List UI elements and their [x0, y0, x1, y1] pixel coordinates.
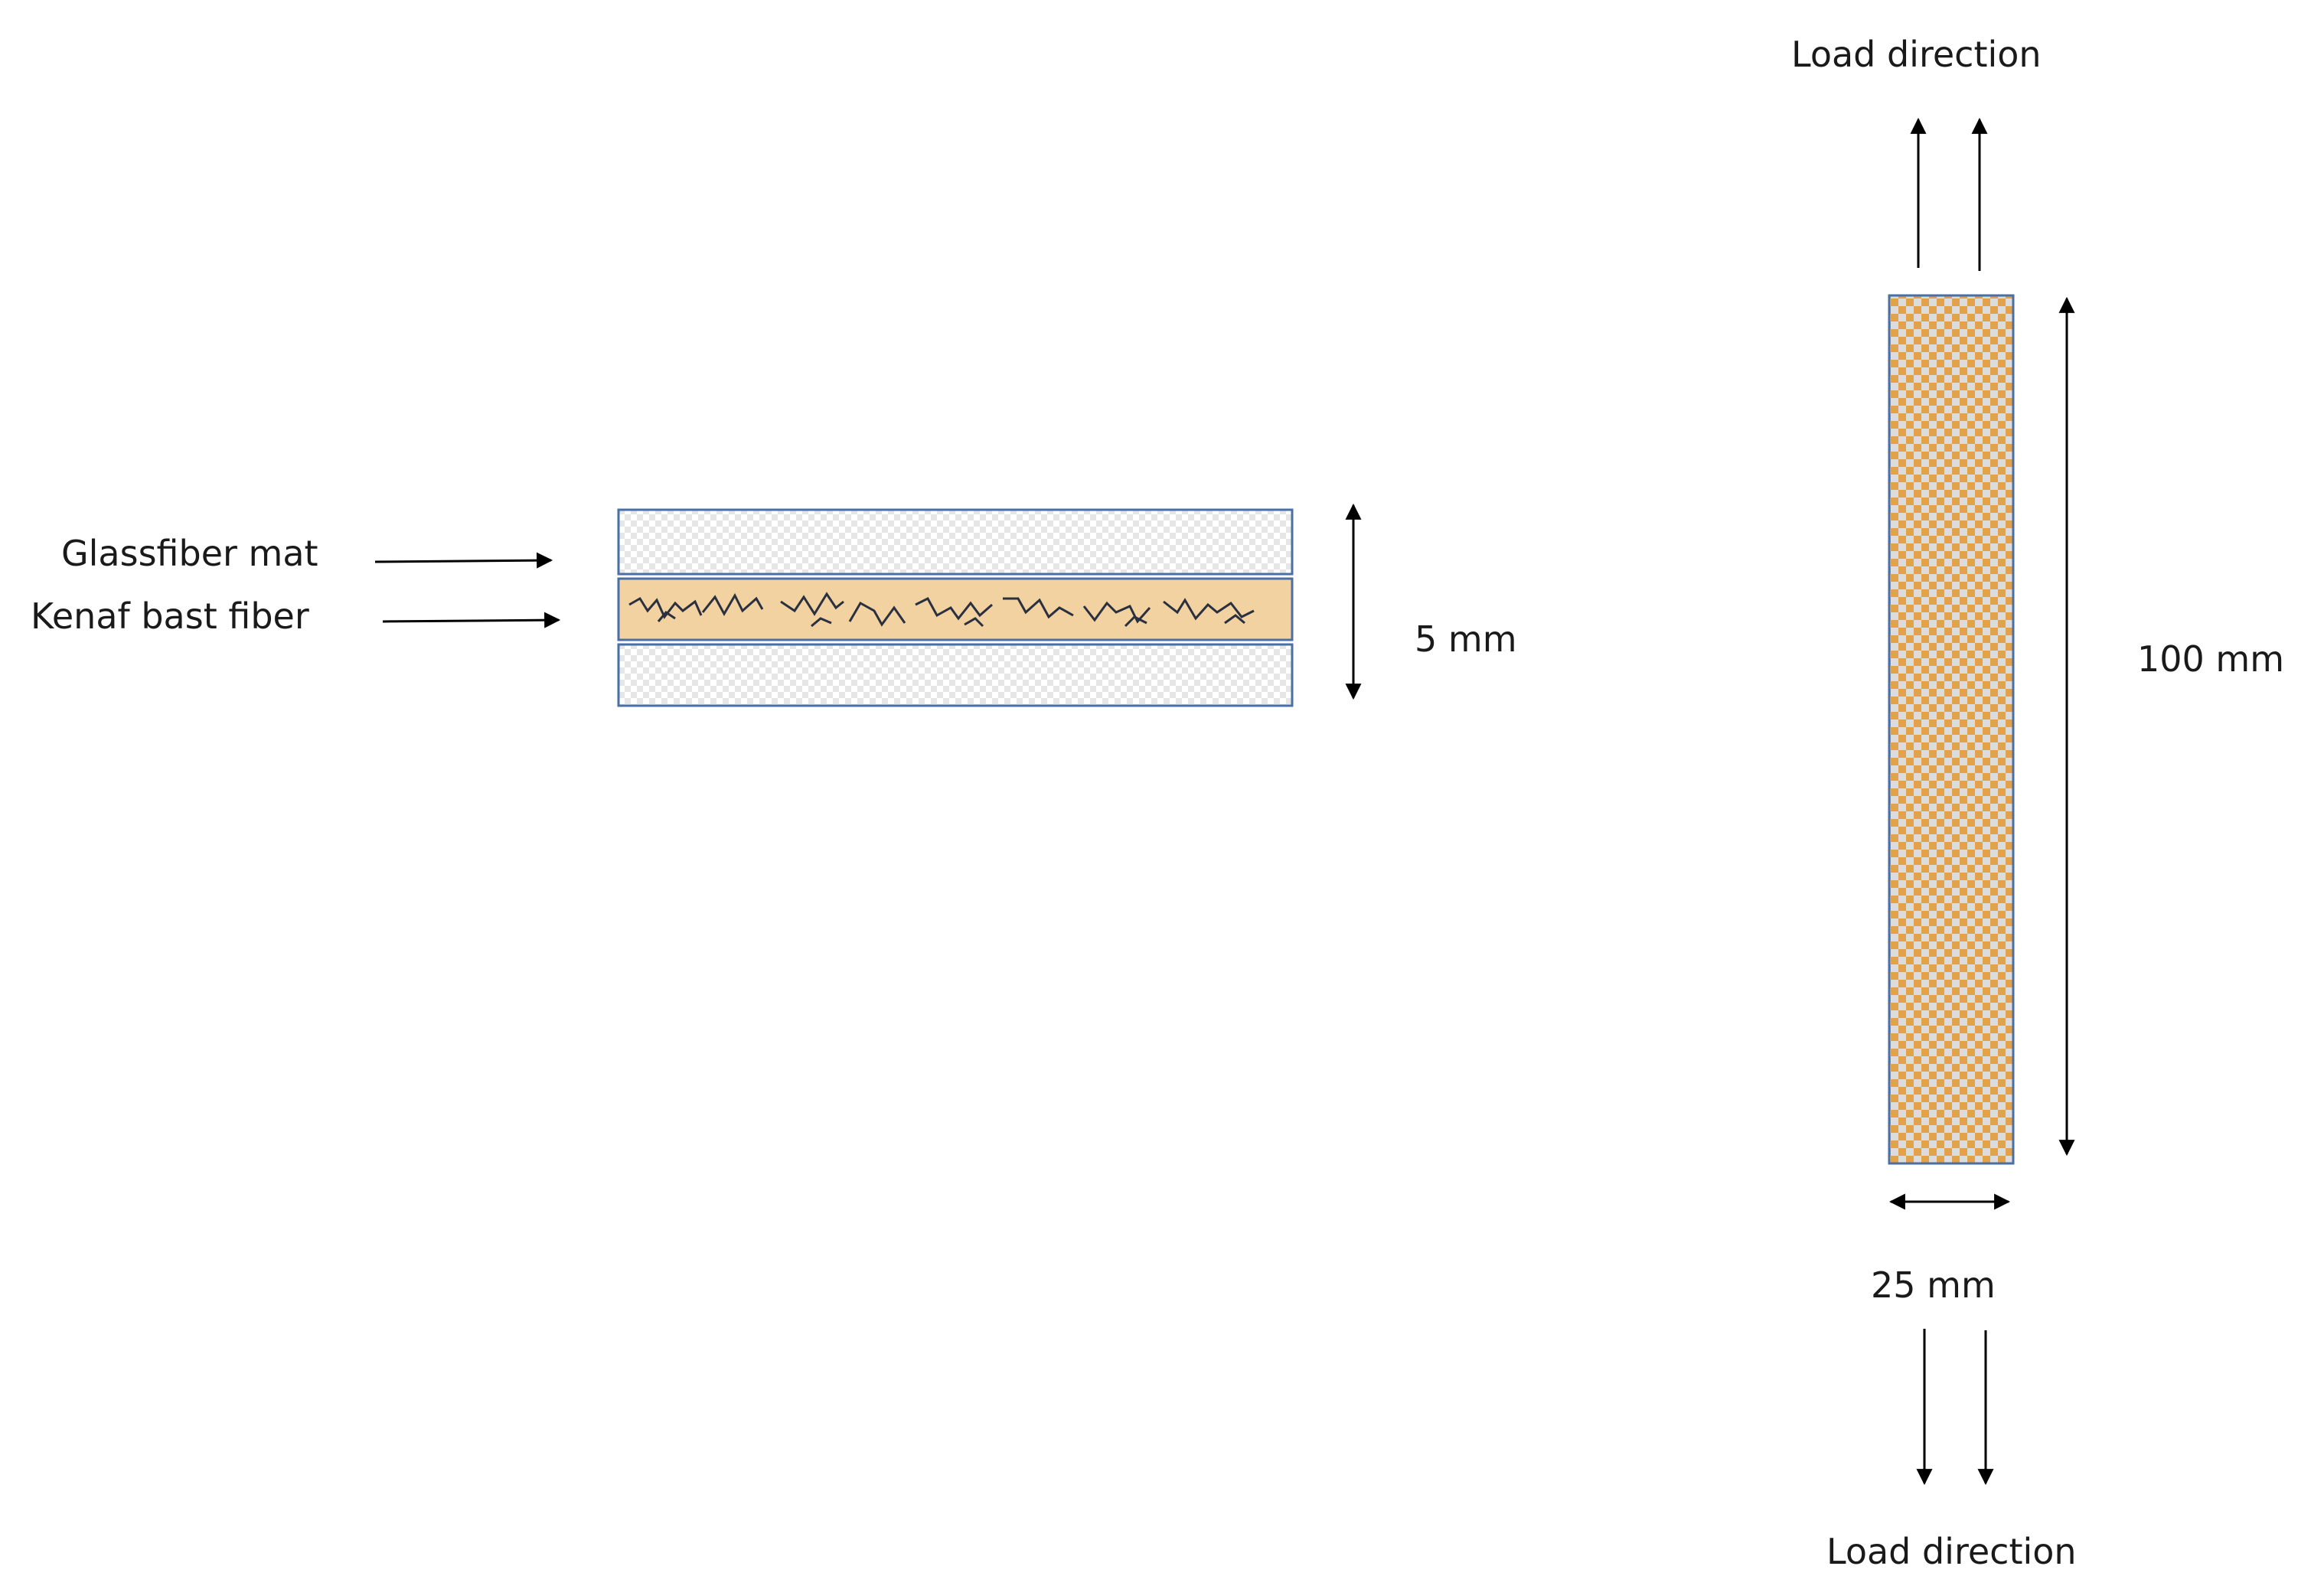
kenaf-bast-fiber-label: Kenaf bast fiber	[31, 595, 309, 637]
laminate-cross-section	[617, 508, 1294, 707]
load-direction-bottom-label: Load direction	[1826, 1531, 2077, 1572]
load-direction-top-label: Load direction	[1791, 34, 2042, 75]
thickness-label: 5 mm	[1415, 618, 1517, 660]
kenaf-fiber-strands	[628, 592, 1255, 628]
kenaf-pointer-arrow	[382, 612, 561, 628]
glassfiber-pointer-arrow	[374, 552, 553, 569]
glassfiber-mat-label: Glassfiber mat	[61, 533, 318, 574]
glassfiber-mat-bottom-layer	[617, 643, 1294, 707]
glassfiber-mat-top-layer	[617, 508, 1294, 576]
length-label: 100 mm	[2137, 638, 2285, 680]
tensile-specimen	[1888, 294, 2015, 1165]
width-label: 25 mm	[1871, 1264, 1996, 1306]
